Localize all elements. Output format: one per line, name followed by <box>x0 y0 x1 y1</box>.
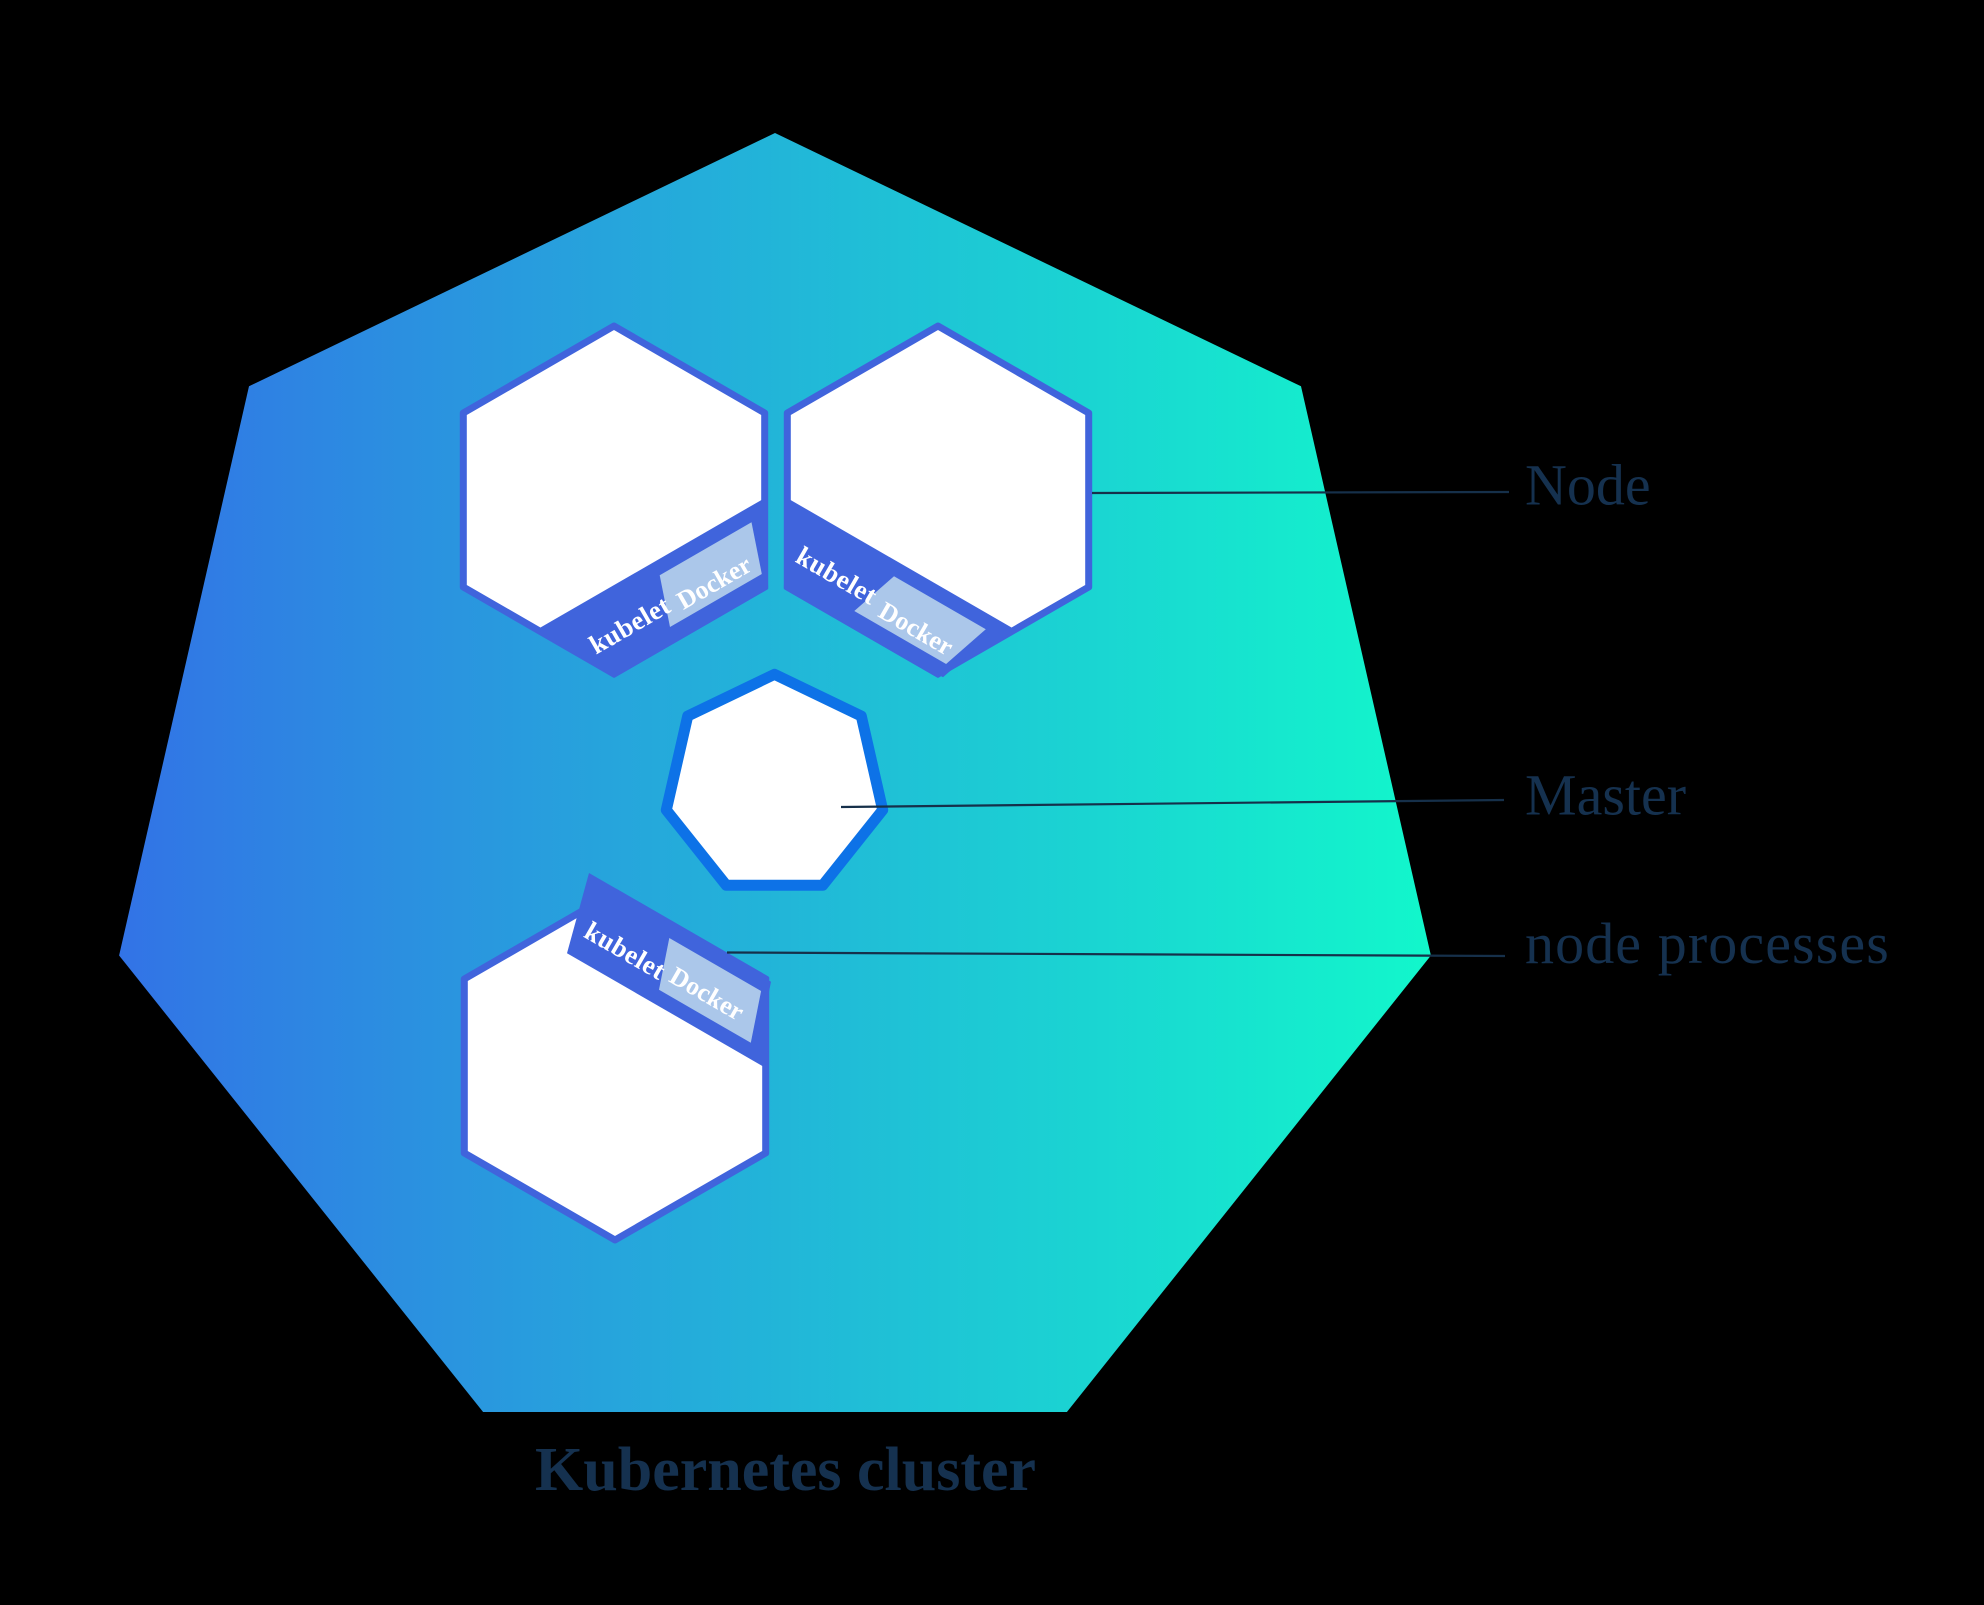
svg-text:Master: Master <box>1525 763 1686 828</box>
svg-text:Node: Node <box>1525 453 1651 518</box>
svg-text:node processes: node processes <box>1525 911 1890 976</box>
svg-text:Kubernetes cluster: Kubernetes cluster <box>535 1436 1036 1504</box>
